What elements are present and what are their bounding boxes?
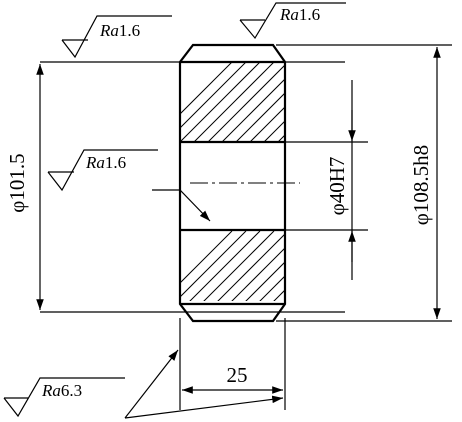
roughness-symbol-bottom: Ra6.3: [3, 349, 284, 419]
part-section: [178, 43, 300, 323]
dimension-width: 25: [182, 363, 283, 394]
dimension-bore-diameter: φ40H7: [325, 80, 356, 280]
bottom-hatch: [180, 230, 285, 301]
ra-value: 1.6: [299, 5, 320, 24]
width-label: 25: [227, 363, 248, 387]
svg-text:Ra1.6: Ra1.6: [99, 21, 140, 40]
roughness-symbol-top-center: Ra1.6: [239, 2, 346, 40]
ra-value: 6.3: [61, 381, 82, 400]
roughness-symbol-bore: Ra1.6: [47, 149, 211, 222]
ra-value: 1.6: [119, 21, 140, 40]
roughness-symbol-top-left: Ra1.6: [61, 15, 172, 59]
dimension-left-diameter: φ101.5: [5, 63, 44, 310]
svg-text:Ra1.6: Ra1.6: [85, 153, 126, 172]
svg-text:Ra1.6: Ra1.6: [279, 5, 320, 24]
dimension-outer-diameter: φ108.5h8: [409, 46, 441, 319]
outer-diameter-label: φ108.5h8: [409, 145, 433, 225]
ra-label: Ra: [85, 153, 105, 172]
ra-value: 1.6: [105, 153, 126, 172]
bore-diameter-label: φ40H7: [325, 157, 349, 216]
ra-label: Ra: [41, 381, 61, 400]
left-diameter-label: φ101.5: [5, 153, 29, 212]
top-hatch: [180, 62, 285, 142]
ra-label: Ra: [279, 5, 299, 24]
svg-text:Ra6.3: Ra6.3: [41, 381, 82, 400]
ra-label: Ra: [99, 21, 119, 40]
extension-lines: [40, 44, 452, 410]
